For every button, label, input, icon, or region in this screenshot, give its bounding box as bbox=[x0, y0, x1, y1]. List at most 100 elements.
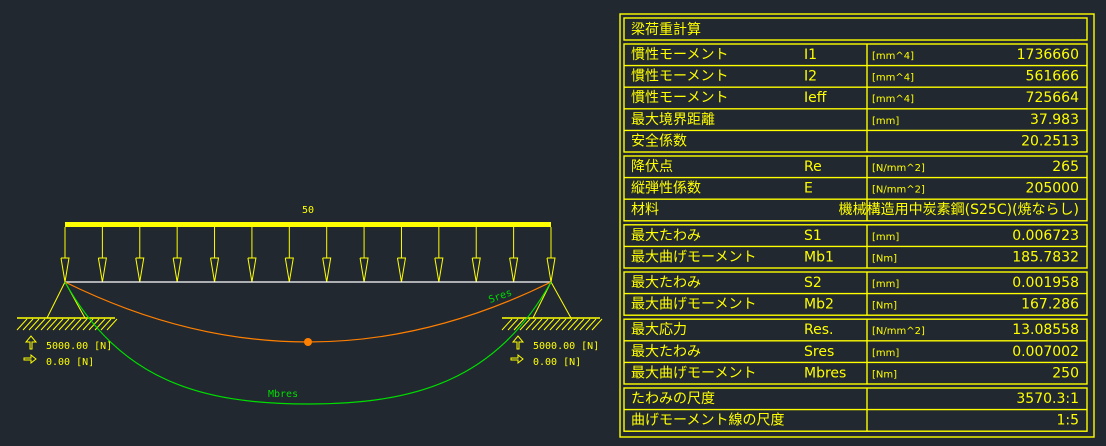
max-deflection-marker bbox=[304, 338, 312, 346]
row-label: 最大たわみ bbox=[631, 275, 701, 291]
load-arrow bbox=[509, 227, 519, 283]
row-unit: [mm] bbox=[872, 116, 899, 127]
row-label: 最大たわみ bbox=[631, 344, 701, 360]
row-label: 最大曲げモーメント bbox=[631, 249, 756, 265]
row-label: 最大曲げモーメント bbox=[631, 365, 756, 381]
table-row: 最大曲げモーメント Mb2 [Nm] 167.286 bbox=[631, 297, 1079, 313]
deflection-curve-label: Sres bbox=[487, 287, 513, 306]
row-label: 最大境界距離 bbox=[631, 111, 715, 128]
table-row: 材料 機械構造用中炭素鋼(S25C)(焼ならし) bbox=[631, 202, 1079, 218]
row-unit: [N/mm^2] bbox=[872, 163, 925, 174]
row-value: 725664 bbox=[1026, 90, 1080, 106]
row-label: 降伏点 bbox=[631, 159, 673, 175]
left-reactions: 5000.00 [N] 0.00 [N] bbox=[23, 335, 112, 368]
row-value: 0.001958 bbox=[1012, 275, 1079, 291]
row-label: 曲げモーメント線の尺度 bbox=[631, 413, 784, 429]
row-unit: [mm^4] bbox=[872, 51, 914, 62]
load-arrows bbox=[60, 227, 556, 283]
row-value: 13.08558 bbox=[1012, 322, 1079, 338]
row-unit: [Nm] bbox=[872, 369, 897, 380]
moment-curve bbox=[64, 281, 552, 405]
beam-diagram: 50 Sres Mbres 5000.00 [N] 0.00 [N] 5 bbox=[16, 205, 603, 405]
row-unit: [Nm] bbox=[872, 253, 897, 264]
table-title-box bbox=[623, 17, 1088, 41]
row-symbol: Mbres bbox=[804, 365, 846, 381]
row-symbol: I1 bbox=[804, 47, 817, 63]
table-row: 降伏点 Re [N/mm^2] 265 bbox=[631, 159, 1079, 175]
row-label: 最大曲げモーメント bbox=[631, 297, 756, 313]
row-value: 1:5 bbox=[1056, 413, 1079, 429]
load-arrow bbox=[471, 227, 481, 283]
row-symbol: Mb1 bbox=[804, 249, 834, 265]
left-support bbox=[16, 280, 118, 331]
left-horizontal-reaction: 0.00 [N] bbox=[46, 357, 94, 368]
row-label: 最大たわみ bbox=[631, 228, 701, 244]
row-value: 0.006723 bbox=[1012, 228, 1079, 244]
table-row: 曲げモーメント線の尺度 1:5 bbox=[631, 413, 1079, 429]
arrow-right-icon bbox=[510, 353, 524, 365]
load-arrow bbox=[135, 227, 145, 283]
row-value: 205000 bbox=[1026, 181, 1079, 197]
row-unit: [mm] bbox=[872, 348, 899, 359]
load-arrow bbox=[284, 227, 294, 283]
row-value: 37.983 bbox=[1030, 112, 1079, 128]
distributed-load-bar bbox=[65, 222, 551, 227]
table-row: 慣性モーメント I2 [mm^4] 561666 bbox=[631, 68, 1079, 85]
row-label: 慣性モーメント bbox=[631, 46, 728, 63]
load-arrow bbox=[434, 227, 444, 283]
table-row: 慣性モーメント I1 [mm^4] 1736660 bbox=[631, 46, 1079, 63]
row-symbol: I2 bbox=[804, 69, 817, 85]
row-value: 20.2513 bbox=[1021, 133, 1079, 149]
arrow-right-icon bbox=[23, 353, 37, 365]
row-symbol: Mb2 bbox=[804, 297, 834, 313]
row-symbol: Sres bbox=[804, 344, 834, 360]
load-arrow bbox=[172, 227, 182, 283]
table-row: 最大曲げモーメント Mb1 [Nm] 185.7832 bbox=[631, 249, 1079, 265]
arrow-up-icon bbox=[24, 335, 38, 350]
load-arrow bbox=[546, 227, 556, 283]
load-arrow bbox=[396, 227, 407, 283]
row-label: 最大応力 bbox=[631, 322, 687, 338]
left-vertical-reaction: 5000.00 [N] bbox=[46, 341, 112, 352]
arrow-up-icon bbox=[511, 335, 525, 350]
table-group: 慣性モーメント I1 [mm^4] 1736660 慣性モーメント I2 [mm^4] 561… bbox=[623, 43, 1088, 153]
row-label: 材料 bbox=[631, 202, 659, 218]
load-arrow bbox=[97, 227, 107, 283]
table-row: 最大境界距離 [mm] 37.983 bbox=[631, 111, 1079, 128]
row-unit: [Nm] bbox=[872, 301, 897, 312]
table-row: 最大たわみ S1 [mm] 0.006723 bbox=[631, 228, 1079, 244]
row-symbol: S1 bbox=[804, 228, 822, 244]
table-outer-frame bbox=[619, 13, 1095, 438]
table-group: 最大たわみ S1 [mm] 0.006723 最大曲げモーメント Mb1 [Nm] 185.7… bbox=[623, 224, 1088, 269]
right-horizontal-reaction: 0.00 [N] bbox=[533, 357, 581, 368]
right-reactions: 5000.00 [N] 0.00 [N] bbox=[510, 335, 599, 368]
row-value: 1736660 bbox=[1017, 47, 1079, 63]
row-value: 機械構造用中炭素鋼(S25C)(焼ならし) bbox=[839, 202, 1079, 218]
load-arrow bbox=[210, 227, 220, 283]
row-label: 慣性モーメント bbox=[631, 68, 728, 85]
row-value: 167.286 bbox=[1021, 297, 1079, 313]
row-value: 265 bbox=[1052, 159, 1079, 175]
load-arrow bbox=[359, 227, 369, 283]
row-unit: [mm^4] bbox=[872, 73, 914, 84]
row-symbol: S2 bbox=[804, 275, 822, 291]
row-symbol: Re bbox=[804, 159, 822, 175]
row-unit: [mm] bbox=[872, 279, 899, 290]
load-value-label: 50 bbox=[302, 205, 314, 216]
table-group: 最大たわみ S2 [mm] 0.001958 最大曲げモーメント Mb2 [Nm] 167.2… bbox=[623, 271, 1088, 316]
row-value: 561666 bbox=[1026, 69, 1080, 85]
row-unit: [mm] bbox=[872, 232, 899, 243]
row-symbol: E bbox=[804, 181, 813, 197]
row-value: 185.7832 bbox=[1012, 249, 1079, 265]
